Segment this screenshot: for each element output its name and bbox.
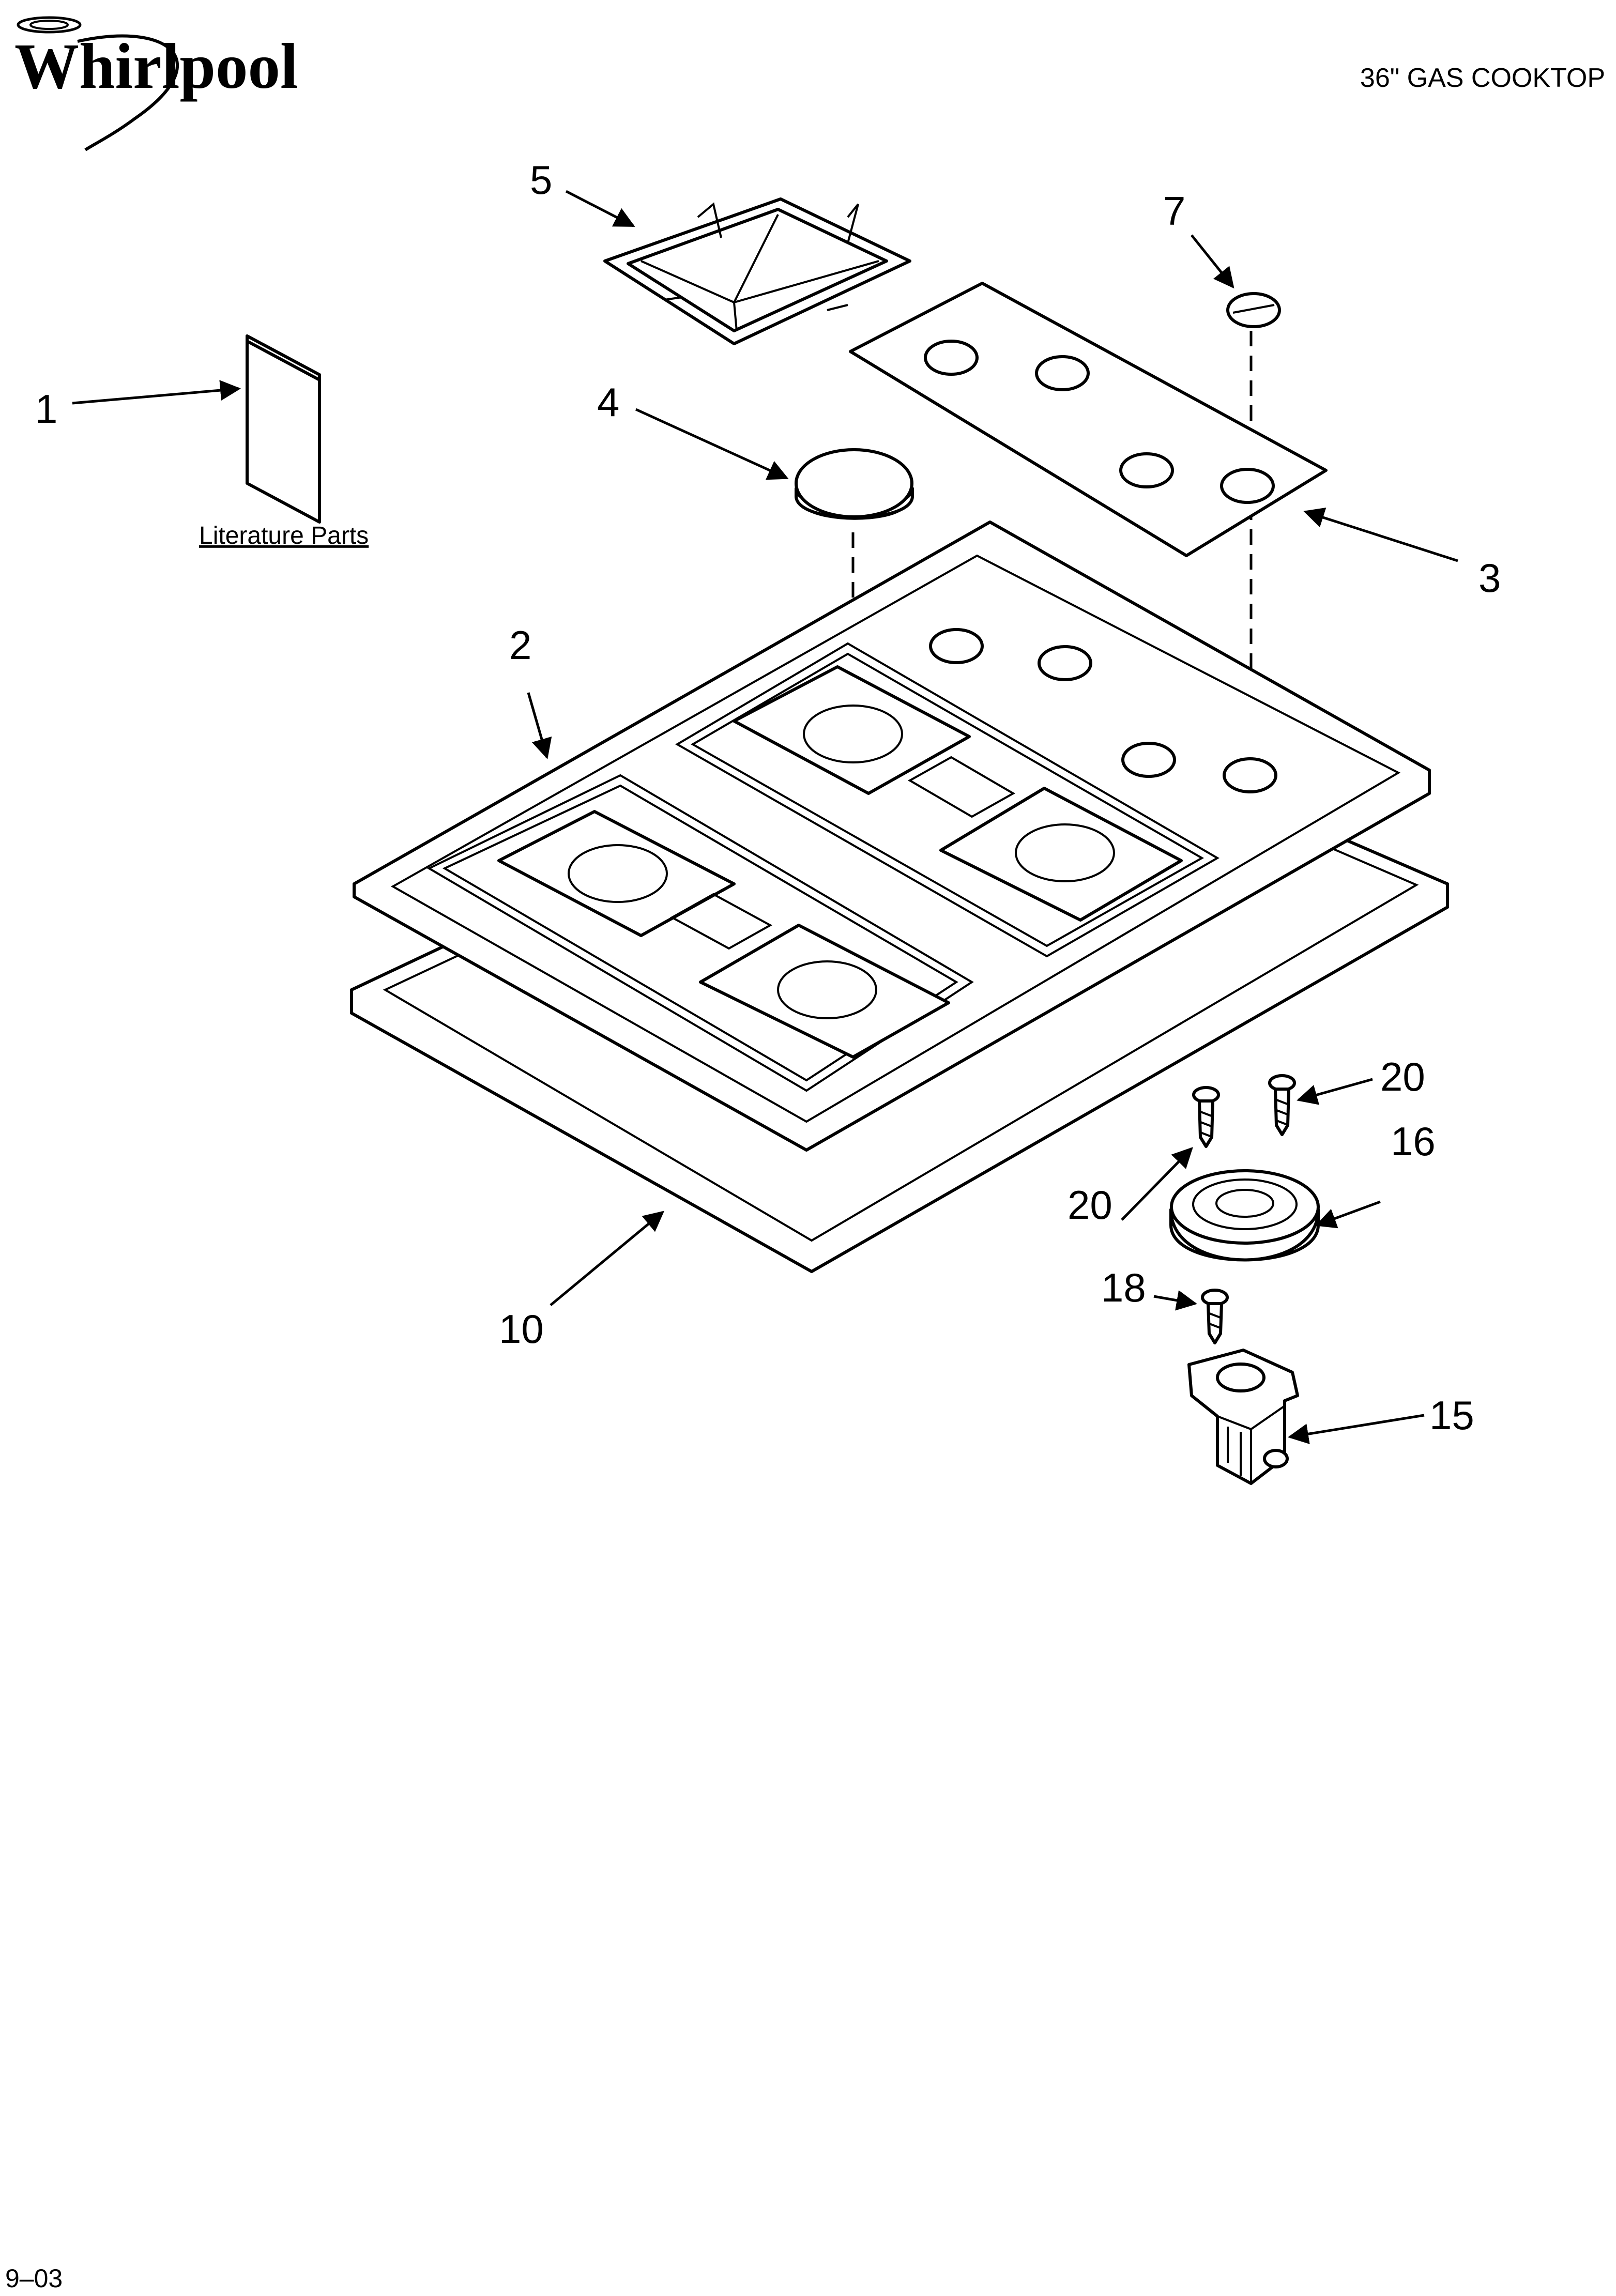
part-16-burner-base <box>1169 1169 1320 1262</box>
literature-parts-label: Literature Parts <box>199 522 369 549</box>
leader-3 <box>1303 507 1458 562</box>
leader-16 <box>1315 1200 1381 1229</box>
logo-swirl <box>17 16 82 34</box>
leader-2 <box>527 692 552 759</box>
callout-5: 5 <box>530 157 552 203</box>
brand-name: Whirlpool <box>14 31 298 102</box>
leader-10 <box>550 1211 665 1306</box>
part-20-screw-right <box>1268 1074 1296 1136</box>
callout-1: 1 <box>35 386 57 432</box>
callout-10: 10 <box>499 1306 544 1352</box>
leader-18 <box>1153 1290 1197 1311</box>
logo-swoosh <box>77 34 179 151</box>
callout-2: 2 <box>509 622 531 668</box>
part-1-literature: Literature Parts <box>199 334 369 549</box>
part-15-burner-housing <box>1187 1349 1299 1485</box>
logo-swirl-inner <box>29 20 69 30</box>
part-2-cooktop <box>353 521 1431 1152</box>
whirlpool-logo: Whirlpool <box>14 16 298 151</box>
diagram-title: 36" GAS COOKTOP <box>1360 63 1605 93</box>
leader-1 <box>72 380 241 405</box>
leader-15 <box>1288 1414 1425 1445</box>
part-20-screw-left <box>1192 1086 1220 1148</box>
callout-3: 3 <box>1478 555 1501 601</box>
callout-20-left: 20 <box>1068 1182 1112 1228</box>
leader-7 <box>1191 234 1234 289</box>
leader-20-right <box>1297 1078 1373 1105</box>
leader-5 <box>565 190 635 227</box>
callout-16: 16 <box>1391 1119 1436 1164</box>
callout-7: 7 <box>1163 188 1185 234</box>
date-code: 9–03 <box>5 2264 63 2293</box>
leader-4 <box>635 408 789 480</box>
callout-4: 4 <box>597 379 619 425</box>
callout-15: 15 <box>1429 1392 1474 1438</box>
leader-20-left <box>1121 1147 1193 1221</box>
part-7-knob <box>1226 292 1281 328</box>
callout-18: 18 <box>1101 1265 1146 1310</box>
part-5-grate <box>603 197 911 345</box>
callout-20-right: 20 <box>1380 1054 1425 1099</box>
part-3-panel <box>849 282 1328 557</box>
part-18-screw <box>1201 1289 1229 1344</box>
part-4-burner-cap <box>795 448 914 520</box>
